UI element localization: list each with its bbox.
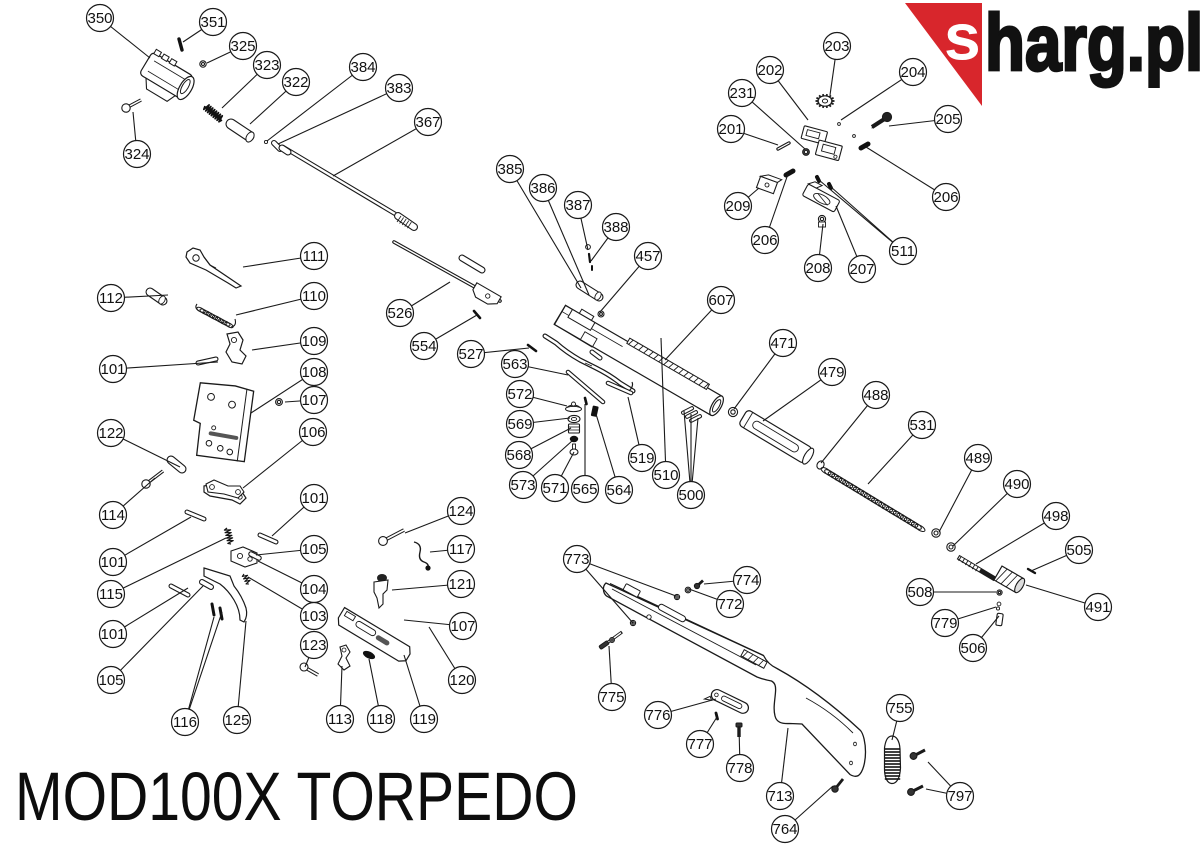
svg-text:527: 527 — [458, 346, 483, 363]
svg-text:776: 776 — [645, 707, 670, 724]
svg-text:105: 105 — [301, 541, 326, 558]
svg-text:104: 104 — [301, 581, 326, 598]
svg-text:531: 531 — [909, 417, 934, 434]
svg-text:103: 103 — [301, 608, 326, 625]
svg-text:120: 120 — [449, 672, 474, 689]
svg-text:498: 498 — [1043, 508, 1068, 525]
svg-text:206: 206 — [933, 189, 958, 206]
svg-text:755: 755 — [887, 700, 912, 717]
svg-text:322: 322 — [283, 74, 308, 91]
svg-text:205: 205 — [935, 111, 960, 128]
svg-text:116: 116 — [173, 714, 197, 731]
svg-text:457: 457 — [635, 248, 660, 265]
svg-text:208: 208 — [805, 260, 830, 277]
svg-text:107: 107 — [301, 392, 326, 409]
svg-text:351: 351 — [200, 14, 225, 31]
svg-text:388: 388 — [603, 219, 628, 236]
svg-text:107: 107 — [450, 618, 475, 635]
svg-text:386: 386 — [530, 180, 555, 197]
svg-text:106: 106 — [300, 424, 325, 441]
svg-text:124: 124 — [448, 503, 473, 520]
svg-text:607: 607 — [708, 292, 733, 309]
svg-text:490: 490 — [1004, 476, 1029, 493]
svg-text:519: 519 — [629, 450, 654, 467]
svg-text:797: 797 — [947, 788, 972, 805]
svg-text:325: 325 — [230, 38, 255, 55]
svg-text:554: 554 — [411, 338, 436, 355]
svg-text:122: 122 — [98, 425, 123, 442]
svg-text:114: 114 — [101, 507, 125, 524]
svg-text:204: 204 — [900, 64, 925, 81]
svg-text:500: 500 — [678, 487, 703, 504]
svg-text:772: 772 — [717, 596, 742, 613]
svg-text:111: 111 — [303, 248, 326, 265]
svg-text:775: 775 — [599, 689, 624, 706]
svg-text:231: 231 — [729, 85, 754, 102]
svg-text:526: 526 — [387, 305, 412, 322]
svg-text:569: 569 — [507, 416, 532, 433]
svg-text:713: 713 — [767, 788, 792, 805]
svg-text:323: 323 — [254, 57, 279, 74]
svg-text:488: 488 — [863, 387, 888, 404]
svg-text:505: 505 — [1066, 542, 1091, 559]
svg-text:564: 564 — [606, 482, 631, 499]
svg-text:105: 105 — [98, 672, 123, 689]
svg-text:101: 101 — [100, 554, 125, 571]
svg-text:202: 202 — [757, 62, 782, 79]
svg-text:367: 367 — [415, 114, 440, 131]
svg-text:568: 568 — [506, 447, 531, 464]
svg-text:777: 777 — [687, 736, 712, 753]
svg-text:harg.pl: harg.pl — [985, 0, 1200, 88]
svg-text:119: 119 — [412, 711, 436, 728]
svg-text:101: 101 — [100, 361, 125, 378]
svg-text:572: 572 — [507, 386, 532, 403]
svg-text:118: 118 — [369, 711, 393, 728]
svg-text:563: 563 — [502, 356, 527, 373]
svg-text:209: 209 — [725, 198, 750, 215]
svg-text:MOD100X TORPEDO: MOD100X TORPEDO — [15, 759, 578, 835]
svg-text:101: 101 — [301, 490, 326, 507]
svg-text:125: 125 — [224, 712, 249, 729]
svg-text:109: 109 — [301, 333, 326, 350]
svg-text:203: 203 — [824, 38, 849, 55]
svg-text:123: 123 — [301, 637, 326, 654]
svg-text:101: 101 — [100, 626, 125, 643]
svg-text:324: 324 — [124, 146, 149, 163]
svg-text:779: 779 — [932, 615, 957, 632]
svg-text:108: 108 — [301, 364, 326, 381]
svg-text:387: 387 — [565, 197, 590, 214]
svg-text:121: 121 — [448, 576, 473, 593]
svg-text:206: 206 — [752, 232, 777, 249]
svg-text:113: 113 — [328, 711, 352, 728]
svg-text:773: 773 — [564, 551, 589, 568]
svg-text:385: 385 — [497, 161, 522, 178]
svg-text:110: 110 — [302, 288, 326, 305]
svg-text:489: 489 — [965, 450, 990, 467]
svg-text:571: 571 — [542, 480, 567, 497]
svg-text:508: 508 — [907, 584, 932, 601]
svg-text:573: 573 — [510, 477, 535, 494]
svg-text:491: 491 — [1085, 599, 1110, 616]
svg-text:350: 350 — [87, 10, 112, 27]
svg-text:383: 383 — [386, 80, 411, 97]
svg-text:506: 506 — [960, 640, 985, 657]
svg-text:201: 201 — [718, 121, 743, 138]
svg-text:115: 115 — [99, 586, 123, 603]
svg-text:778: 778 — [727, 760, 752, 777]
svg-text:510: 510 — [653, 467, 678, 484]
svg-text:s: s — [944, 0, 981, 74]
svg-text:774: 774 — [734, 572, 759, 589]
svg-text:384: 384 — [350, 59, 375, 76]
svg-text:764: 764 — [772, 821, 797, 838]
svg-text:112: 112 — [99, 290, 123, 307]
svg-text:565: 565 — [572, 481, 597, 498]
svg-text:207: 207 — [849, 261, 874, 278]
svg-text:479: 479 — [819, 364, 844, 381]
svg-text:117: 117 — [449, 541, 473, 558]
svg-text:511: 511 — [891, 243, 915, 260]
svg-text:471: 471 — [770, 335, 795, 352]
